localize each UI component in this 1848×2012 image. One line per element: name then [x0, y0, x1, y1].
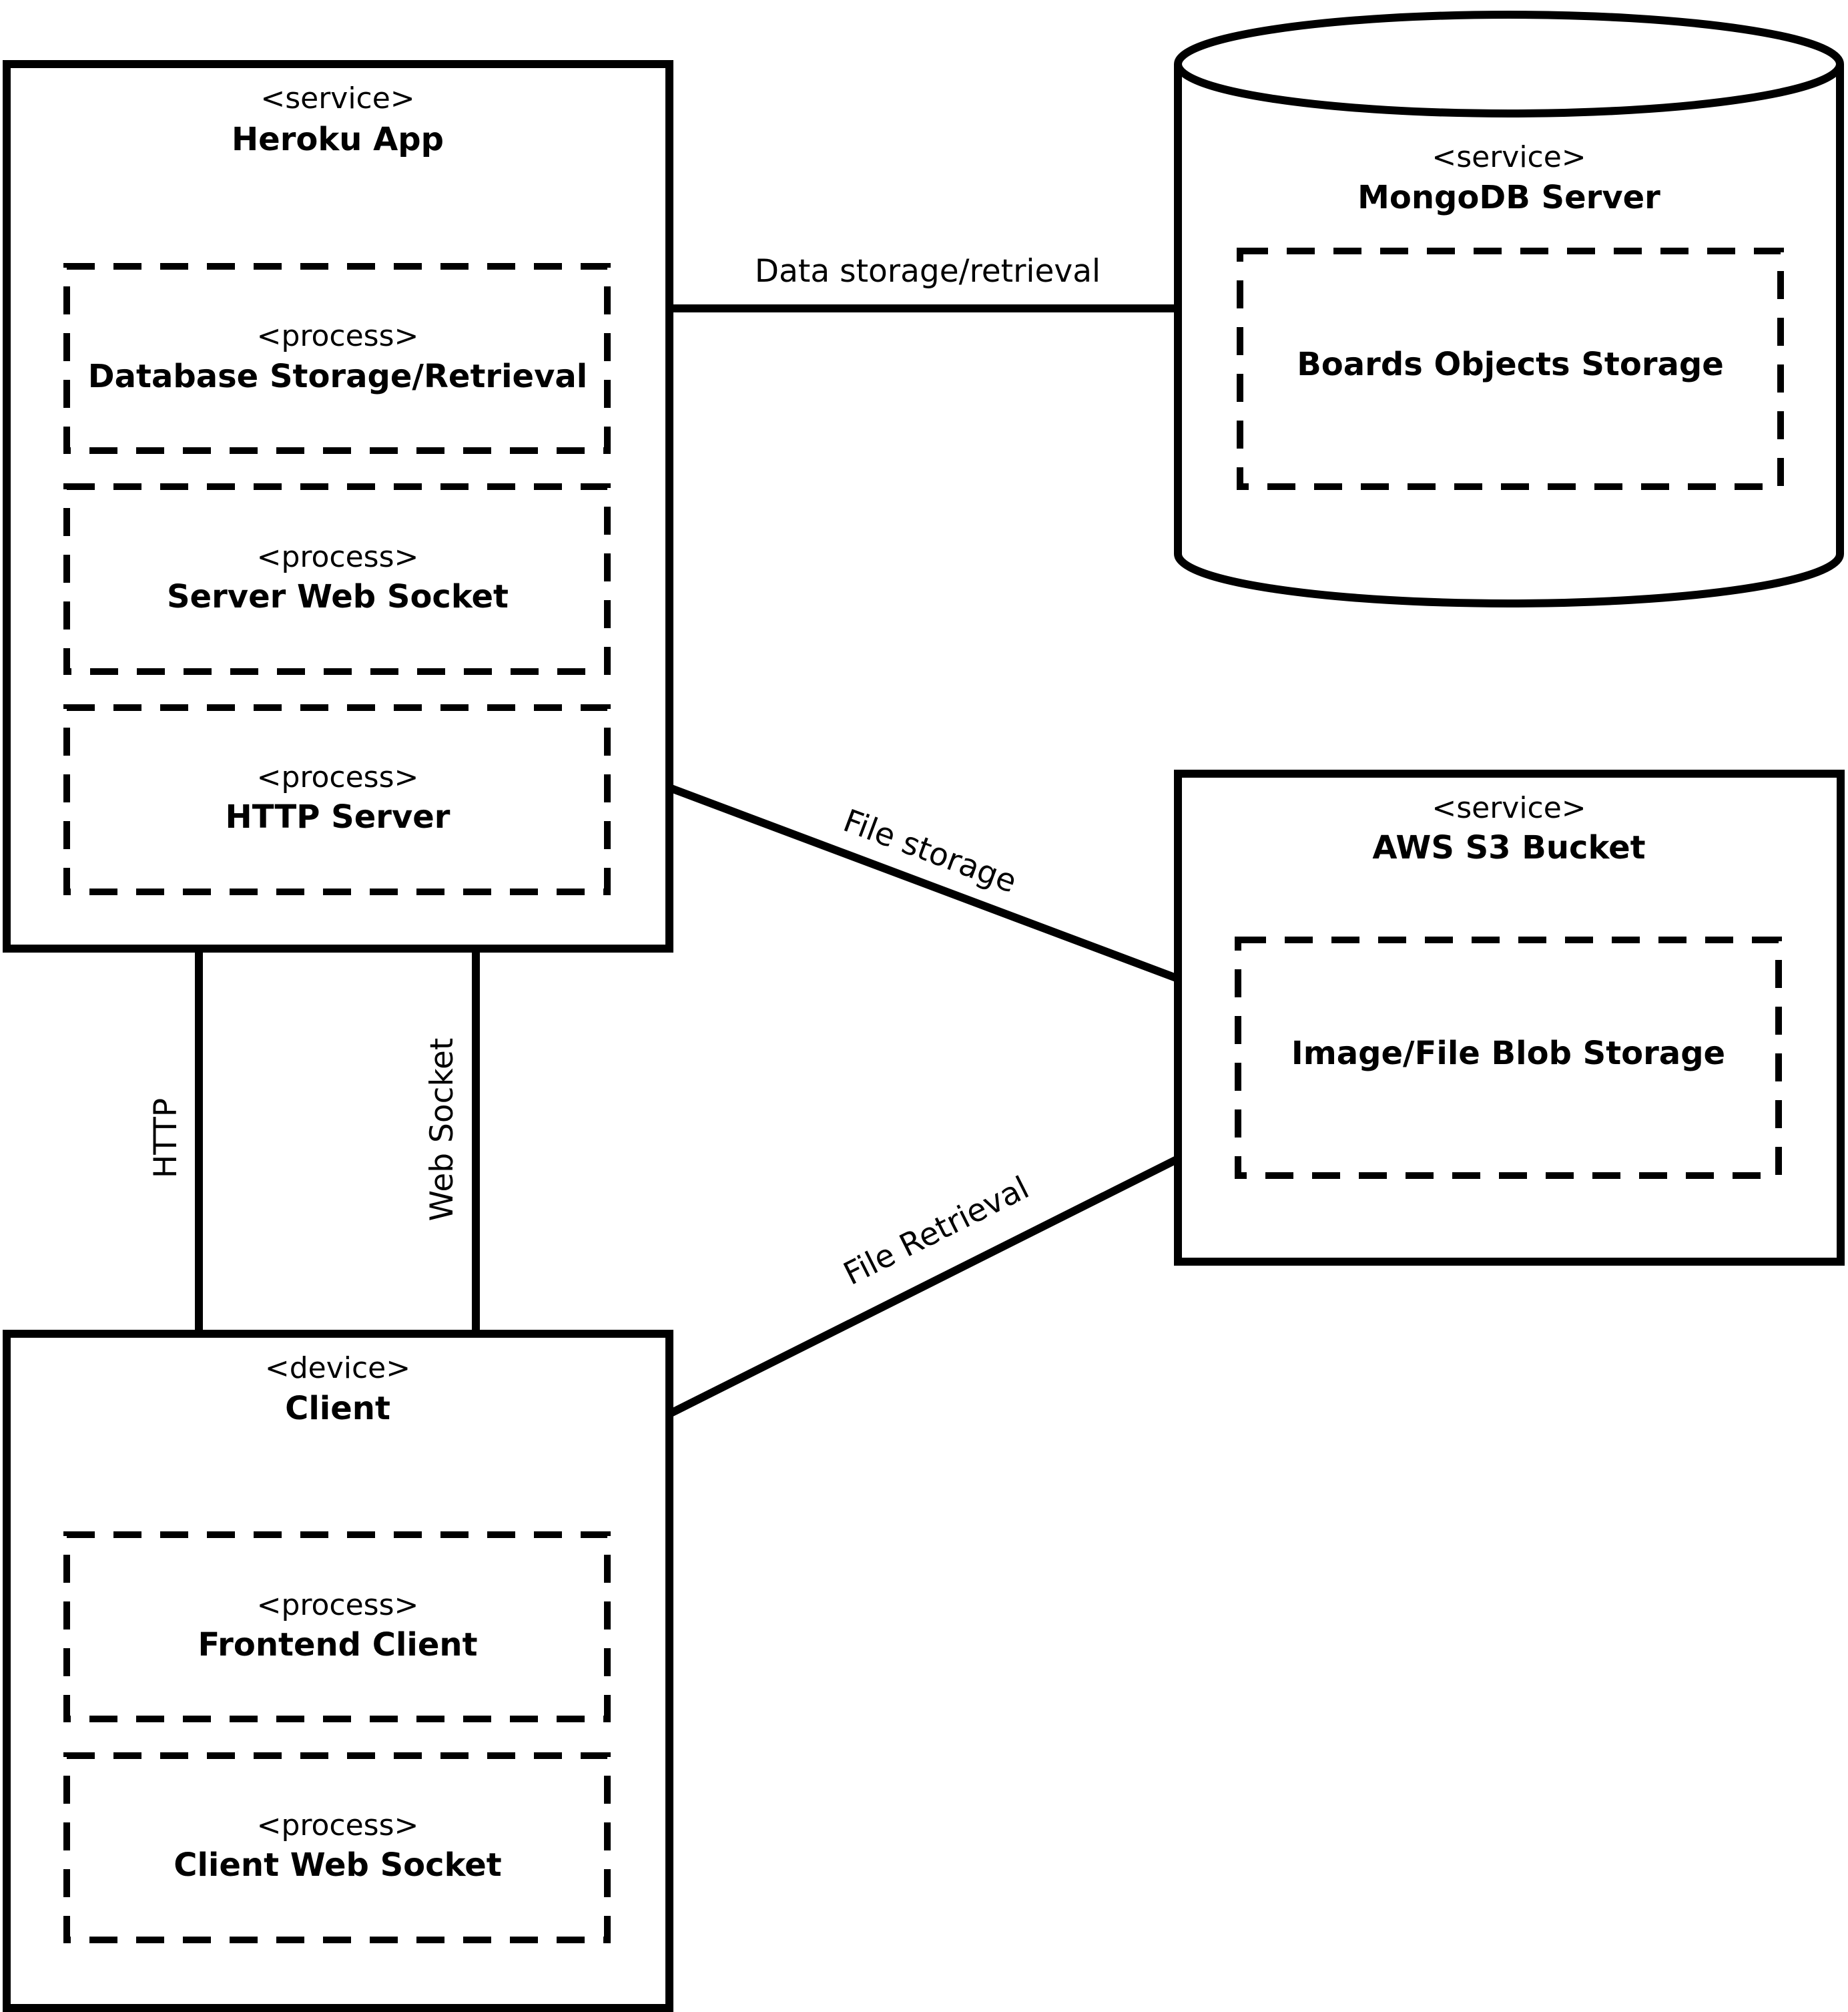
mongodb-server-node: <service> MongoDB Server Boards Objects …: [1174, 11, 1844, 607]
process-server-web-socket-stereotype: <process>: [257, 540, 419, 574]
client-stereotype: <device>: [265, 1351, 410, 1385]
process-database-storage-stereotype: <process>: [257, 319, 419, 353]
process-client-web-socket: <process> Client Web Socket: [63, 1752, 611, 1943]
process-database-storage-title: Database Storage/Retrieval: [88, 358, 587, 395]
process-frontend-client-title: Frontend Client: [198, 1626, 477, 1664]
boards-objects-storage-title: Boards Objects Storage: [1297, 346, 1724, 383]
client-title: Client: [285, 1390, 390, 1427]
image-file-blob-storage-box: [1235, 937, 1782, 1179]
heroku-app-box: [3, 60, 673, 953]
mongodb-cylinder-body: [1174, 64, 1844, 607]
aws-s3-bucket-box: [1174, 770, 1845, 1266]
edge-label-http: HTTP: [147, 1098, 184, 1178]
process-database-storage-box: [63, 263, 611, 454]
aws-s3-bucket-node: <service> AWS S3 Bucket Image/File Blob …: [1174, 770, 1845, 1266]
edge-label-web-socket: Web Socket: [424, 1038, 460, 1222]
process-http-server-title: HTTP Server: [226, 798, 450, 836]
edge-file-retrieval: [667, 1155, 1180, 1418]
aws-s3-stereotype: <service>: [1432, 791, 1586, 825]
aws-s3-title: AWS S3 Bucket: [1372, 829, 1645, 866]
process-http-server-box: [63, 704, 611, 895]
mongodb-stereotype: <service>: [1432, 140, 1586, 174]
boards-objects-storage-box: [1237, 248, 1784, 490]
image-file-blob-storage-title: Image/File Blob Storage: [1291, 1035, 1725, 1072]
mongodb-title: MongoDB Server: [1357, 179, 1660, 216]
heroku-app-stereotype: <service>: [260, 81, 414, 115]
edge-file-storage: [667, 784, 1180, 983]
client-box: [3, 1330, 673, 2012]
process-client-web-socket-stereotype: <process>: [257, 1808, 419, 1842]
client-node: <device> Client <process> Frontend Clien…: [3, 1330, 673, 2012]
process-http-server-stereotype: <process>: [257, 760, 419, 794]
process-frontend-client-box: [63, 1531, 611, 1722]
process-client-web-socket-box: [63, 1752, 611, 1943]
edge-label-file-retrieval: File Retrieval: [838, 1170, 1035, 1293]
heroku-app-node: <service> Heroku App <process> Database …: [3, 60, 673, 953]
process-server-web-socket-box: [63, 483, 611, 675]
process-frontend-client-stereotype: <process>: [257, 1588, 419, 1622]
process-http-server: <process> HTTP Server: [63, 704, 611, 895]
process-database-storage: <process> Database Storage/Retrieval: [63, 263, 611, 454]
edge-label-data-storage: Data storage/retrieval: [755, 253, 1101, 290]
process-client-web-socket-title: Client Web Socket: [174, 1846, 502, 1884]
mongodb-cylinder-top: [1174, 11, 1844, 117]
process-frontend-client: <process> Frontend Client: [63, 1531, 611, 1722]
heroku-app-title: Heroku App: [232, 121, 444, 158]
process-server-web-socket-title: Server Web Socket: [167, 578, 509, 615]
process-server-web-socket: <process> Server Web Socket: [63, 483, 611, 675]
